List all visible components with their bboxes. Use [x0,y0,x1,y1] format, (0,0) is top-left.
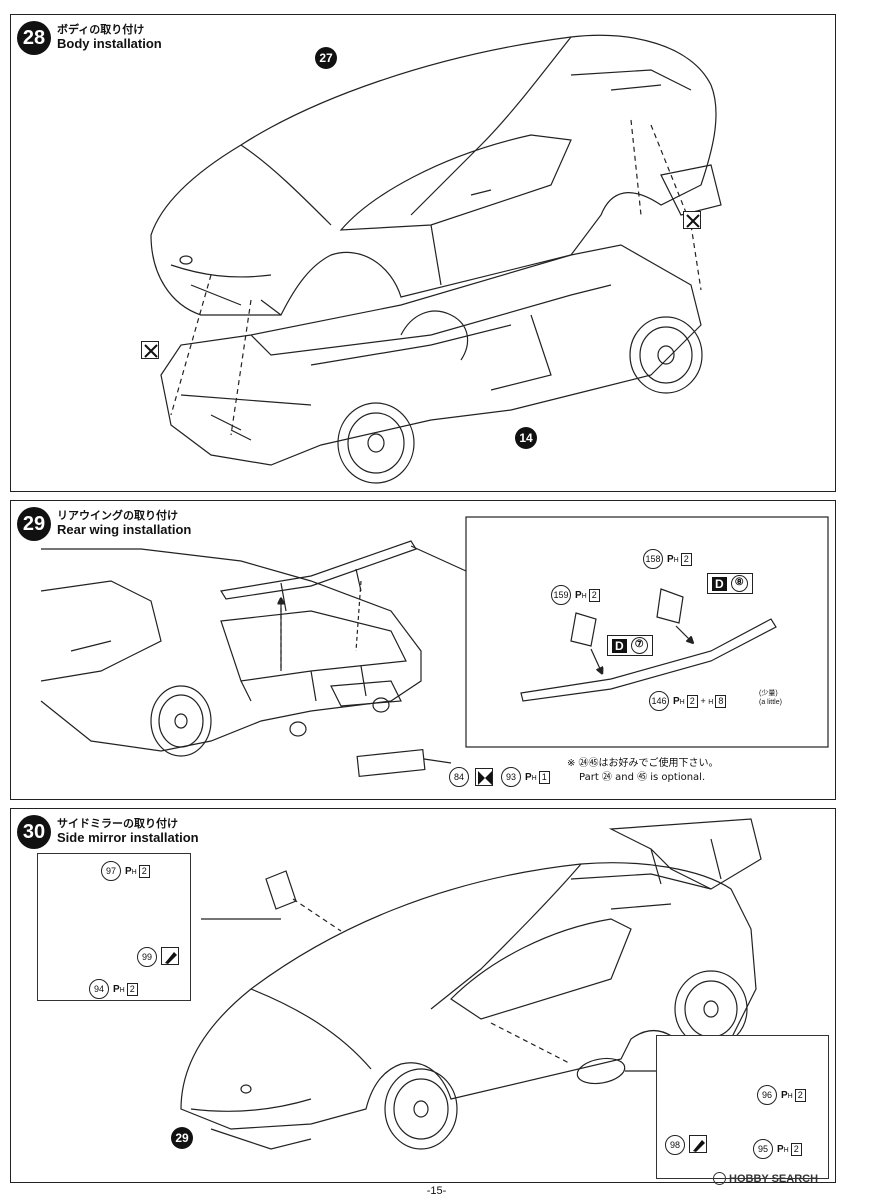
step-29-panel: 29 リアウイングの取り付け Rear wing installation [10,500,836,800]
step-number: 28 [17,21,51,55]
part-95: 95 [753,1139,773,1159]
no-glue-icon [141,341,159,359]
right-mirror-inset [656,1035,829,1179]
part-159: 159 [551,585,571,605]
part-93: 93 [501,767,521,787]
part-96: 96 [757,1085,777,1105]
part-158: 158 [643,549,663,569]
part-callout-29: 29 [171,1127,193,1149]
part-98: 98 [665,1135,685,1155]
side-mirror-drawing [48,818,765,1150]
no-glue-icon [683,211,701,229]
part-99: 99 [137,947,157,967]
paint-brush-icon [689,1135,707,1153]
step-number: 29 [17,507,51,541]
cut-off-icon [475,768,493,786]
step-title-jp: サイドミラーの取り付け [57,817,178,830]
step-title-en: Side mirror installation [57,830,199,845]
watermark-logo-icon [713,1172,726,1185]
step-title-jp: ボディの取り付け [57,23,145,36]
page-number: -15- [426,1185,447,1197]
paint-brush-icon [161,947,179,965]
step-title-en: Rear wing installation [57,522,192,537]
step-title-jp: リアウイングの取り付け [57,509,178,522]
optional-note: ※ ㉔㊺はお好みでご使用下さい。 Part ㉔ and ㊺ is optiona… [567,758,719,783]
part-callout-27: 27 [315,47,337,69]
part-97: 97 [101,861,121,881]
rear-wing-drawing [40,516,829,778]
part-callout-14: 14 [515,427,537,449]
part-84: 84 [449,767,469,787]
step-title-en: Body installation [57,36,162,51]
part-94: 94 [89,979,109,999]
step-number: 30 [17,815,51,849]
note-a-little: (少量) (a little) [759,690,782,706]
watermark: HOBBY SEARCH [713,1172,818,1185]
step-30-panel: 30 サイドミラーの取り付け Side mirror installation [10,808,836,1183]
part-146: 146 [649,691,669,711]
body-installation-drawing [150,34,722,484]
step-28-panel: 28 ボディの取り付け Body installation [10,14,836,492]
